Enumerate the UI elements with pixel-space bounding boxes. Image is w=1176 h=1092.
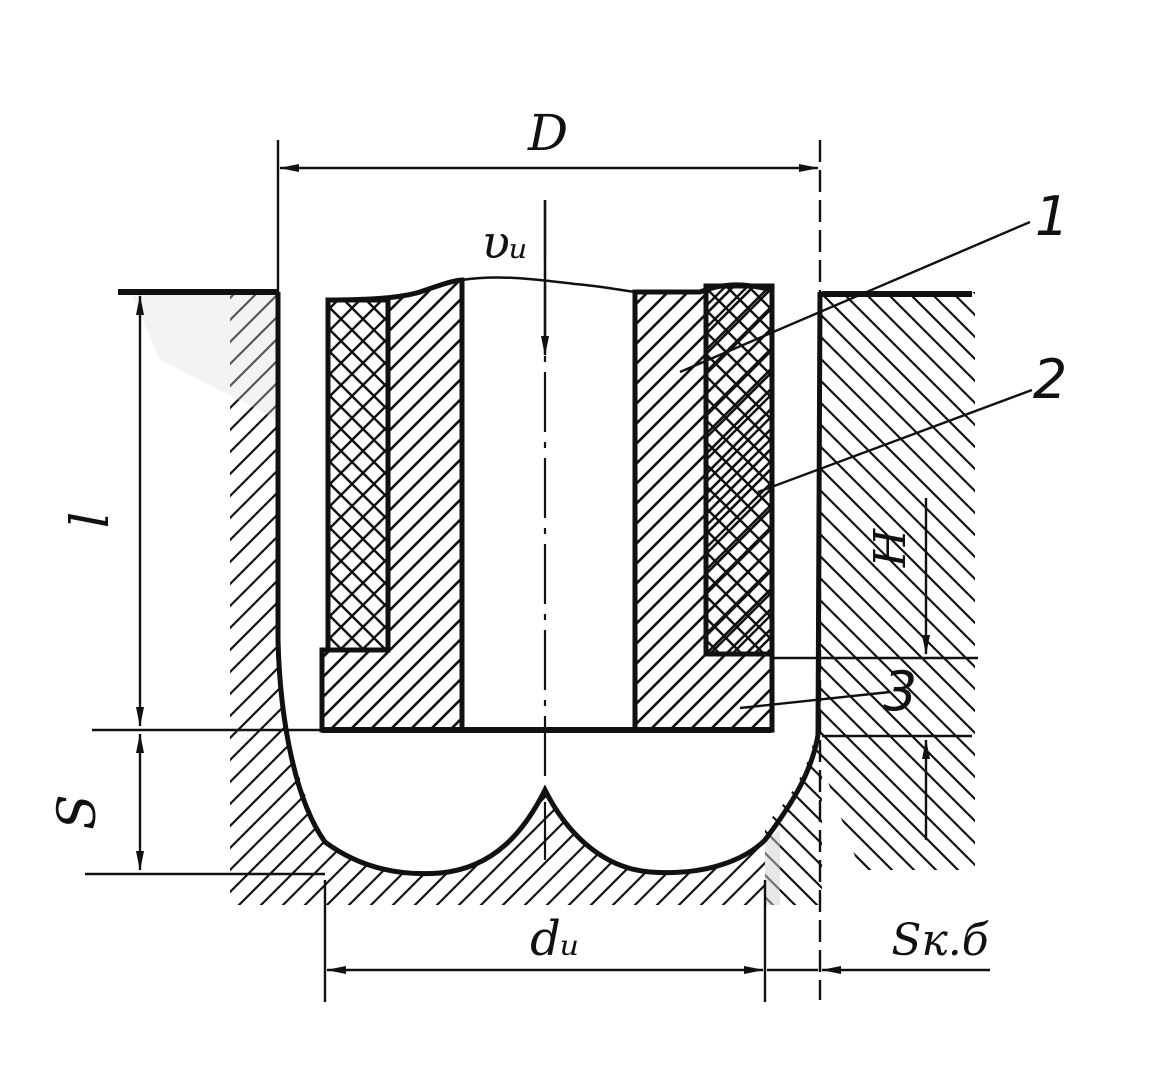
rock-mass [120,292,975,905]
label-D: D [527,104,568,162]
surface-lines [118,289,972,297]
dimension-lines [85,140,990,1002]
label-S-kb: Sк.б [891,915,988,966]
callout-leaders [679,220,1033,710]
label-S: S [48,794,108,830]
borehole-wall [275,291,823,877]
crown-body [319,276,775,733]
label-velocity: υᵤ [482,215,528,269]
callout-1: 1 [1035,185,1069,248]
label-d-u: dᵤ [530,911,580,967]
callout-3: 3 [883,660,917,723]
callout-2: 2 [1033,348,1067,411]
label-l: l [61,512,121,529]
label-H: H [865,527,916,568]
